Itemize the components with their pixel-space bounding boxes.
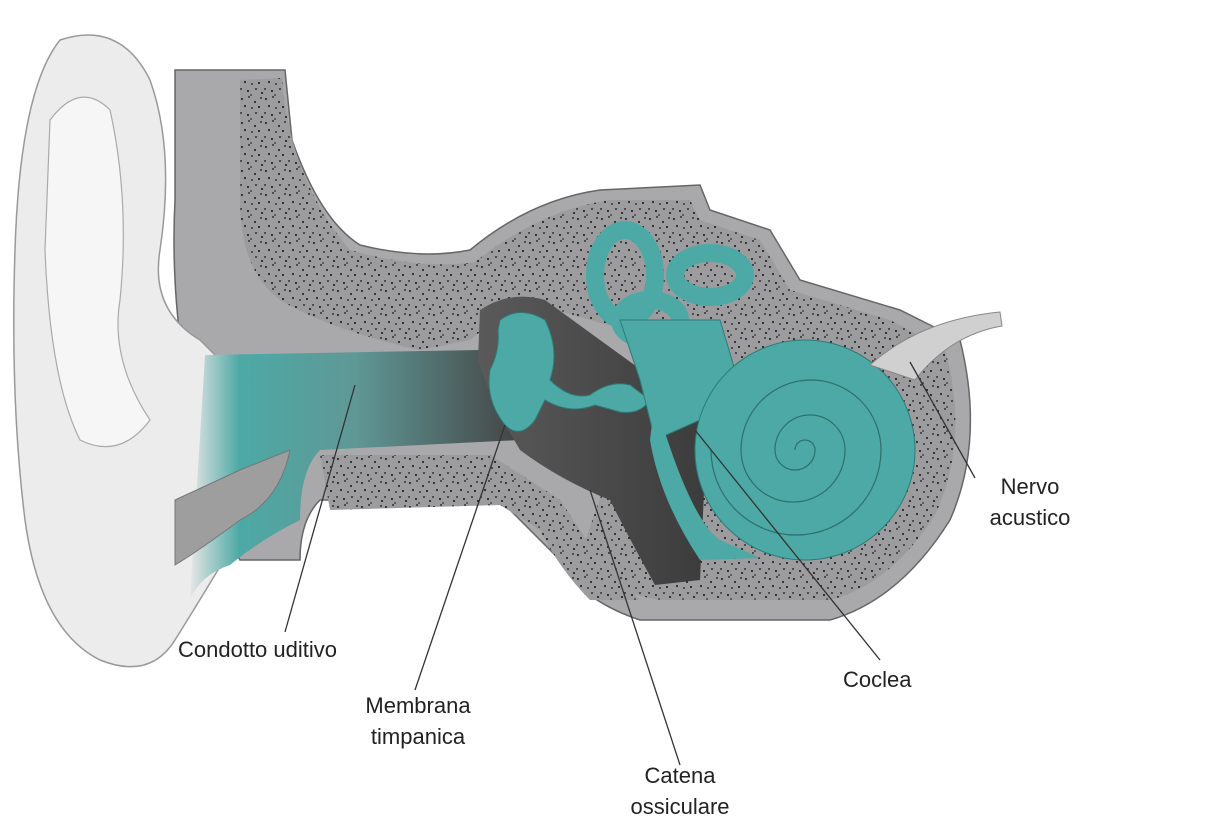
cochlea — [650, 339, 916, 561]
leader-cochlea — [694, 429, 881, 661]
label-nerve-line1: Nervo — [1000, 474, 1060, 499]
label-nerve-line2: acustico — [989, 505, 1071, 530]
label-ossicles-line2: ossiculare — [630, 794, 730, 819]
leader-nerve — [909, 361, 976, 479]
ossicles — [488, 312, 651, 432]
pinna-helix — [44, 96, 151, 448]
tragus — [174, 449, 291, 566]
label-ear-canal: Condotto uditivo — [178, 637, 337, 662]
leader-ossicles — [589, 489, 681, 766]
label-cochlea: Coclea — [843, 667, 912, 692]
bone-stipple-lower — [320, 455, 640, 600]
acoustic-nerve — [869, 311, 1003, 381]
label-nerve: Nervo acustico — [960, 471, 1100, 533]
label-eardrum-line2: timpanica — [370, 724, 466, 749]
label-eardrum-line1: Membrana — [365, 693, 471, 718]
leader-eardrum — [414, 424, 506, 691]
leader-ear-canal — [284, 384, 356, 633]
ear-canal — [190, 350, 520, 600]
label-ossicles: Catena ossiculare — [600, 760, 760, 822]
label-ossicles-line1: Catena — [644, 763, 716, 788]
leader-lines — [284, 361, 976, 766]
label-eardrum: Membrana timpanica — [338, 690, 498, 752]
